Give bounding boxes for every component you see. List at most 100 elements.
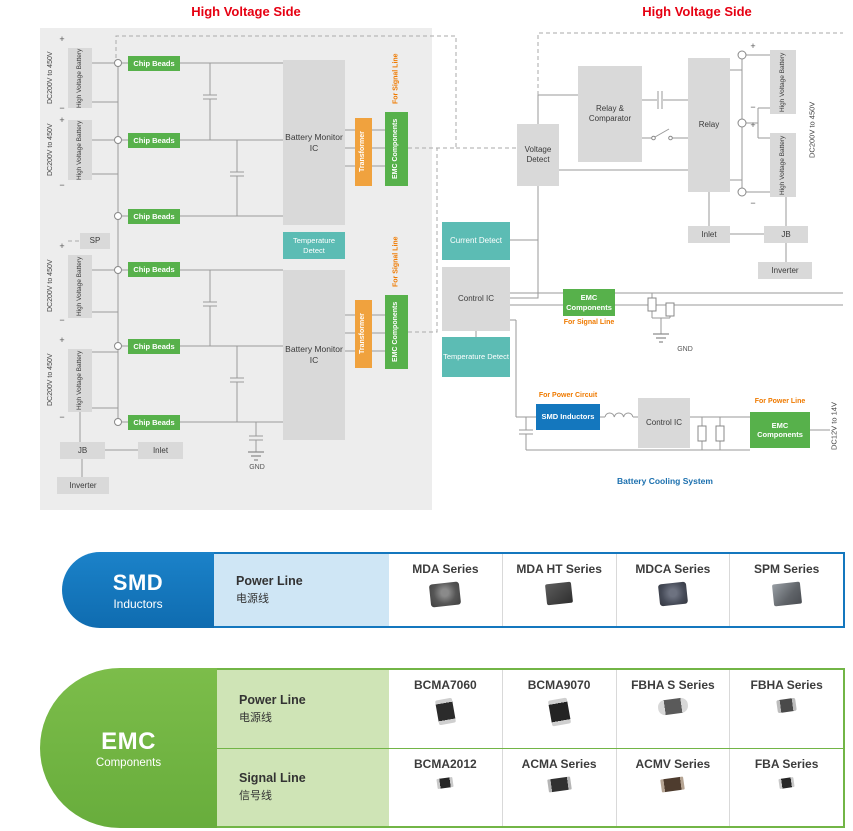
product-cell: FBHA Series	[729, 670, 843, 748]
chip-beads-box: Chip Beads	[128, 133, 180, 148]
product-name: ACMA Series	[521, 756, 597, 771]
smd-table-subtitle: Inductors	[113, 596, 163, 611]
inverter-box-left: Inverter	[57, 477, 109, 494]
relay-comparator-box: Relay & Comparator	[578, 66, 642, 162]
hv-battery-box-right: High Voltage Battery	[770, 133, 796, 197]
product-name: SPM Series	[753, 562, 820, 576]
emc-row-label-power: Power Line 电源线	[217, 670, 389, 748]
dc-range-label: DC200V to 450V	[47, 51, 54, 105]
minus-sign: −	[59, 103, 65, 113]
for-power-circuit-label: For Power Circuit	[538, 392, 598, 399]
plus-sign: +	[750, 120, 756, 130]
product-name: MDA HT Series	[516, 562, 602, 576]
product-cell: BCMA7060	[389, 670, 502, 748]
for-signal-line-label-2: For Signal Line	[392, 236, 400, 288]
emc-table-subtitle: Components	[95, 756, 162, 769]
hv-battery-box-right: High Voltage Battery	[770, 50, 796, 114]
for-signal-line-label-3: For Signal Line	[563, 319, 615, 326]
control-ic-box-1: Control IC	[442, 267, 510, 331]
smd-table-pill: SMD Inductors	[62, 552, 214, 628]
product-cell: BCMA9070	[501, 670, 616, 748]
row-label-en: Power Line	[239, 692, 306, 707]
product-image	[434, 697, 456, 726]
bms-circuit-diagram: High Voltage Side High Voltage Side	[40, 4, 843, 510]
emc-components-box-power: EMC Components	[750, 412, 810, 448]
minus-sign: −	[59, 412, 65, 422]
inverter-box-right: Inverter	[758, 262, 812, 279]
product-name: BCMA2012	[414, 756, 477, 771]
emc-table-frame: Power Line 电源线 BCMA7060 BCMA9070 FBHA S …	[215, 668, 845, 828]
hv-battery-box: High Voltage Battery	[68, 349, 92, 412]
battery-cooling-system-label: Battery Cooling System	[617, 476, 713, 486]
minus-sign: −	[750, 102, 756, 112]
row-label-cn: 信号线	[239, 790, 272, 803]
minus-sign: −	[59, 180, 65, 190]
emc-row-label-signal: Signal Line 信号线	[217, 748, 389, 826]
transformer-2: Transformer	[355, 300, 372, 368]
left-section-title: High Voltage Side	[191, 4, 301, 19]
row-label-en: Signal Line	[239, 771, 306, 786]
right-section-title: High Voltage Side	[642, 4, 752, 19]
dc-range-label: DC200V to 450V	[47, 353, 54, 407]
chip-beads-box: Chip Beads	[128, 339, 180, 354]
dc-range-label-right: DC200V to 450V	[807, 101, 817, 159]
product-cell: FBA Series	[729, 748, 843, 826]
product-cell: SPM Series	[729, 554, 843, 626]
product-image	[660, 775, 686, 793]
voltage-detect-box: Voltage Detect	[517, 124, 559, 186]
hv-battery-box: High Voltage Battery	[68, 255, 92, 318]
temperature-detect-2: Temperature Detect	[442, 337, 510, 377]
emc-components-table: Power Line 电源线 BCMA7060 BCMA9070 FBHA S …	[40, 668, 845, 828]
product-cell: FBHA S Series	[615, 670, 730, 748]
smd-inductors-box: SMD Inductors	[536, 404, 600, 430]
product-name: FBA Series	[754, 756, 819, 771]
temperature-detect-1: Temperature Detect	[283, 232, 345, 259]
row-label-cn: 电源线	[239, 711, 272, 724]
smd-table-frame: Power Line 电源线 MDA Series MDA HT Series …	[212, 552, 845, 628]
product-name: BCMA7060	[414, 678, 477, 692]
dc-range-label: DC200V to 450V	[47, 259, 54, 313]
product-image	[436, 776, 454, 789]
product-name: MDA Series	[412, 562, 479, 576]
current-detect-box: Current Detect	[442, 222, 510, 260]
gnd-label-left: GND	[249, 464, 265, 471]
product-name: BCMA9070	[527, 678, 591, 692]
emc-components-box-2: EMC Components	[385, 295, 408, 369]
product-image	[429, 581, 462, 608]
smd-inductors-table: Power Line 电源线 MDA Series MDA HT Series …	[62, 552, 845, 628]
plus-sign: +	[59, 34, 65, 44]
control-ic-box-2: Control IC	[638, 398, 690, 448]
relay-box: Relay	[688, 58, 730, 192]
gnd-label-right: GND	[677, 346, 693, 353]
dc-range-label: DC200V to 450V	[47, 123, 54, 177]
jb-box-left: JB	[60, 442, 105, 459]
battery-monitor-ic-1: Battery Monitor IC	[283, 60, 345, 225]
minus-sign: −	[59, 315, 65, 325]
inlet-box-left: Inlet	[138, 442, 183, 459]
hv-battery-box: High Voltage Battery	[68, 48, 92, 108]
emc-table-row-power: Power Line 电源线 BCMA7060 BCMA9070 FBHA S …	[217, 670, 843, 748]
product-cell: MDA Series	[389, 554, 502, 626]
product-cell: MDA HT Series	[501, 554, 616, 626]
chip-beads-box: Chip Beads	[128, 262, 180, 277]
product-cell: BCMA2012	[389, 748, 502, 826]
product-image	[657, 581, 688, 607]
product-image	[545, 581, 574, 606]
emc-table-pill: EMC Components	[40, 668, 217, 828]
chip-beads-box: Chip Beads	[128, 56, 180, 71]
circuit-wires	[68, 32, 843, 477]
sp-box: SP	[80, 233, 110, 249]
smd-table-title: SMD	[112, 569, 164, 595]
chip-beads-box: Chip Beads	[128, 415, 180, 430]
row-label-en: Power Line	[236, 574, 303, 588]
smd-table-row: Power Line 电源线 MDA Series MDA HT Series …	[214, 554, 843, 626]
emc-components-box-1: EMC Components	[385, 112, 408, 186]
plus-sign: +	[750, 41, 756, 51]
product-image	[547, 697, 571, 727]
chip-beads-box: Chip Beads	[128, 209, 180, 224]
product-image	[776, 697, 797, 714]
product-image	[656, 696, 689, 717]
inlet-box-right: Inlet	[688, 226, 730, 243]
hv-battery-box: High Voltage Battery	[68, 120, 92, 180]
product-image	[778, 776, 795, 789]
